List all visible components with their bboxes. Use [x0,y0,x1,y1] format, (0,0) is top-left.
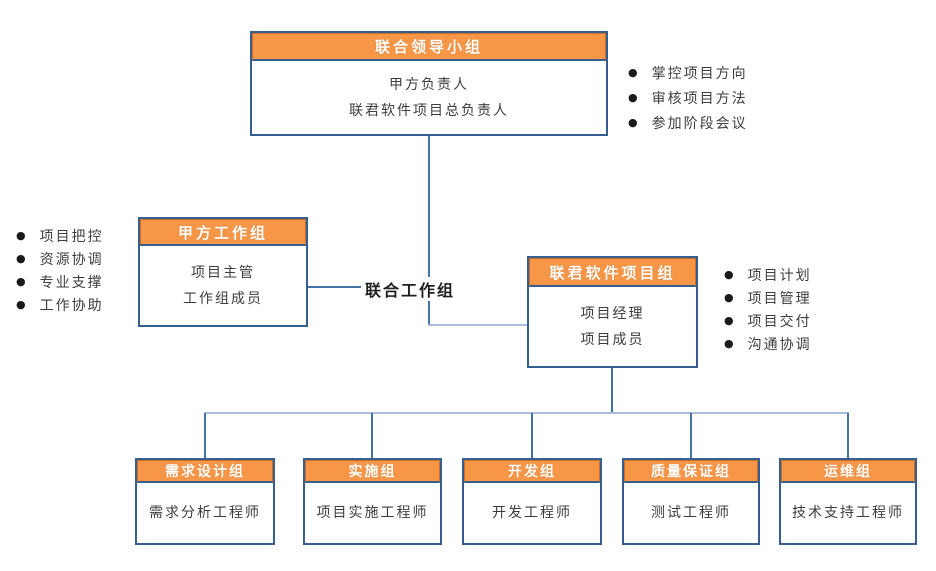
connector-drop-team-5 [847,413,849,458]
member-line: 测试工程师 [651,505,731,521]
node-leadership-body: 甲方负责人 联君软件项目总负责人 [252,61,606,134]
duty-text: 项目把控 [39,228,104,245]
duty-item: ● 沟通协调 [724,332,812,355]
bullet-icon: ● [16,252,26,265]
duty-text: 参加阶段会议 [651,115,748,132]
connector-to-vendor-group [428,324,528,326]
node-team-development-header: 开发组 [464,460,600,483]
node-client-group-body: 项目主管 工作组成员 [140,246,306,325]
bullet-icon: ● [724,337,734,350]
node-client-group-header: 甲方工作组 [140,219,306,246]
duty-text: 工作协助 [39,297,104,314]
team-title: 需求设计组 [165,464,245,480]
member-line: 工作组成员 [183,290,263,307]
node-leadership-title: 联合领导小组 [374,38,483,56]
duty-text: 专业支撑 [39,274,104,291]
duty-item: ● 资源协调 [16,247,104,270]
duty-item: ● 项目计划 [724,263,812,286]
member-line: 需求分析工程师 [149,505,261,521]
node-team-implementation-body: 项目实施工程师 [305,483,440,543]
connector-drop-team-1 [204,413,206,458]
joint-workgroup-label: 联合工作组 [361,277,460,301]
node-team-implementation-header: 实施组 [305,460,440,483]
node-team-development-body: 开发工程师 [464,483,600,543]
connector-bus [204,412,849,414]
node-leadership-header: 联合领导小组 [252,33,606,61]
duty-text: 掌控项目方向 [651,65,748,82]
node-client-group: 甲方工作组 项目主管 工作组成员 [138,217,308,327]
node-team-development: 开发组 开发工程师 [462,458,602,545]
member-line: 项目经理 [580,305,645,322]
leadership-duties-list: ● 掌控项目方向 ● 审核项目方法 ● 参加阶段会议 [628,60,748,135]
node-team-ops-header: 运维组 [781,460,915,483]
node-vendor-group: 联君软件项目组 项目经理 项目成员 [527,256,698,368]
duty-text: 项目管理 [747,290,812,307]
member-line: 项目实施工程师 [316,505,429,521]
member-line: 联君软件项目总负责人 [349,102,509,119]
duty-text: 项目交付 [747,313,812,330]
connector-drop-team-3 [531,413,533,458]
member-line: 项目主管 [191,264,255,281]
duty-item: ● 项目管理 [724,286,812,309]
bullet-icon: ● [724,291,734,304]
node-vendor-group-header: 联君软件项目组 [529,258,696,287]
duty-item: ● 项目交付 [724,309,812,332]
connector-drop-team-4 [690,413,692,458]
bullet-icon: ● [628,66,638,79]
node-team-qa: 质量保证组 测试工程师 [622,458,760,545]
node-team-ops: 运维组 技术支持工程师 [779,458,917,545]
node-client-group-title: 甲方工作组 [177,223,268,242]
member-line: 甲方负责人 [389,76,469,93]
duty-item: ● 参加阶段会议 [628,110,748,135]
member-line: 项目成员 [580,331,645,348]
connector-vendor-down [611,368,613,414]
node-team-implementation: 实施组 项目实施工程师 [303,458,442,545]
team-title: 开发组 [508,464,556,480]
node-team-qa-body: 测试工程师 [624,483,758,543]
bullet-icon: ● [628,91,638,104]
node-team-ops-body: 技术支持工程师 [781,483,915,543]
node-vendor-group-title: 联君软件项目组 [549,263,676,282]
duty-item: ● 掌控项目方向 [628,60,748,85]
bullet-icon: ● [628,116,638,129]
team-title: 运维组 [824,464,872,480]
member-line: 技术支持工程师 [792,505,904,521]
duty-text: 项目计划 [747,267,812,284]
duty-item: ● 项目把控 [16,224,104,247]
duty-item: ● 专业支撑 [16,270,104,293]
bullet-icon: ● [724,314,734,327]
duty-item: ● 工作协助 [16,293,104,316]
node-team-qa-header: 质量保证组 [624,460,758,483]
connector-drop-team-2 [371,413,373,458]
node-team-requirements-header: 需求设计组 [137,460,273,483]
duty-item: ● 审核项目方法 [628,85,748,110]
bullet-icon: ● [16,275,26,288]
duty-text: 沟通协调 [747,336,812,353]
duty-text: 审核项目方法 [651,90,748,107]
node-team-requirements-body: 需求分析工程师 [137,483,273,543]
vendor-duties-list: ● 项目计划 ● 项目管理 ● 项目交付 ● 沟通协调 [724,263,812,355]
node-vendor-group-body: 项目经理 项目成员 [529,287,696,366]
team-title: 实施组 [348,464,397,480]
bullet-icon: ● [724,268,734,281]
duty-text: 资源协调 [39,251,104,268]
member-line: 开发工程师 [492,505,572,521]
client-duties-list: ● 项目把控 ● 资源协调 ● 专业支撑 ● 工作协助 [16,224,104,316]
node-leadership: 联合领导小组 甲方负责人 联君软件项目总负责人 [250,31,608,136]
bullet-icon: ● [16,229,26,242]
connector-client-to-label [308,286,362,288]
team-title: 质量保证组 [651,464,731,480]
bullet-icon: ● [16,298,26,311]
node-team-requirements: 需求设计组 需求分析工程师 [135,458,275,545]
connector-leadership-down [428,136,430,326]
